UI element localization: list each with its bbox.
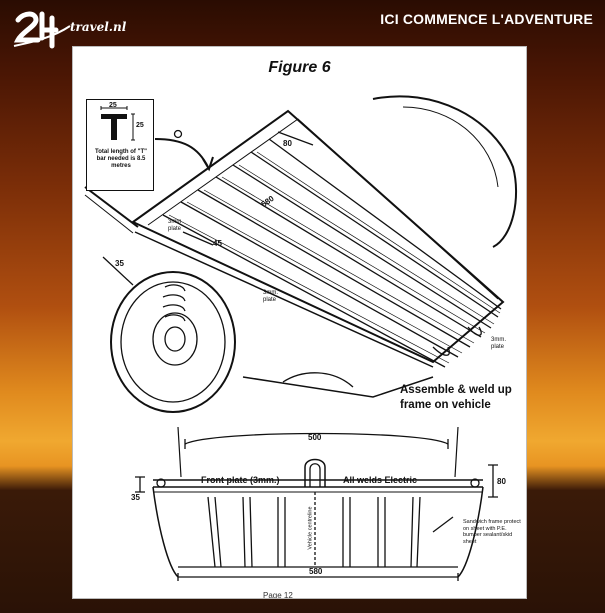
tbar-note: Total length of "T" bar needed is 8.5 me… [95, 149, 147, 169]
brand-logo[interactable]: travel.nl [12, 8, 130, 50]
dim-80-top: 80 [283, 139, 292, 148]
frame-drawing [84, 95, 517, 581]
plate-label-mid: 3mm. plate [263, 290, 278, 303]
tbar-height-label: 25 [136, 122, 144, 129]
sandwich-note: Sandwich frame protect on sheet with P.E… [463, 519, 521, 545]
tbar-inset: 25 25 Total length of "T" bar needed is … [86, 99, 154, 191]
dim-45: 45 [213, 239, 222, 248]
centreline-label: Vehicle centreline [307, 506, 314, 550]
front-plate-label: Front plate (3mm.) [201, 475, 280, 485]
figure-title: Figure 6 [268, 59, 331, 76]
dim-35-bottom: 35 [131, 493, 140, 502]
plate-label-right: 3mm. plate [491, 337, 506, 350]
page-number: Page 12 [263, 591, 293, 599]
dim-500: 500 [308, 433, 322, 442]
dim-35-top: 35 [115, 259, 124, 268]
logo-text: travel.nl [70, 20, 127, 34]
tbar-width-label: 25 [109, 102, 117, 109]
document-page: Figure 6 [72, 46, 527, 599]
welds-label: All welds Electric [343, 475, 418, 485]
dim-80-bottom: 80 [497, 477, 506, 486]
logo-mark-icon [13, 11, 71, 49]
tbar-profile-icon [100, 106, 135, 141]
plate-label-small: 3mm plate [168, 219, 182, 232]
header-title: ICI COMMENCE L'ADVENTURE [380, 11, 593, 27]
dim-580-bottom: 580 [309, 567, 323, 576]
assemble-note: Assemble & weld up frame on vehicle [400, 384, 512, 411]
